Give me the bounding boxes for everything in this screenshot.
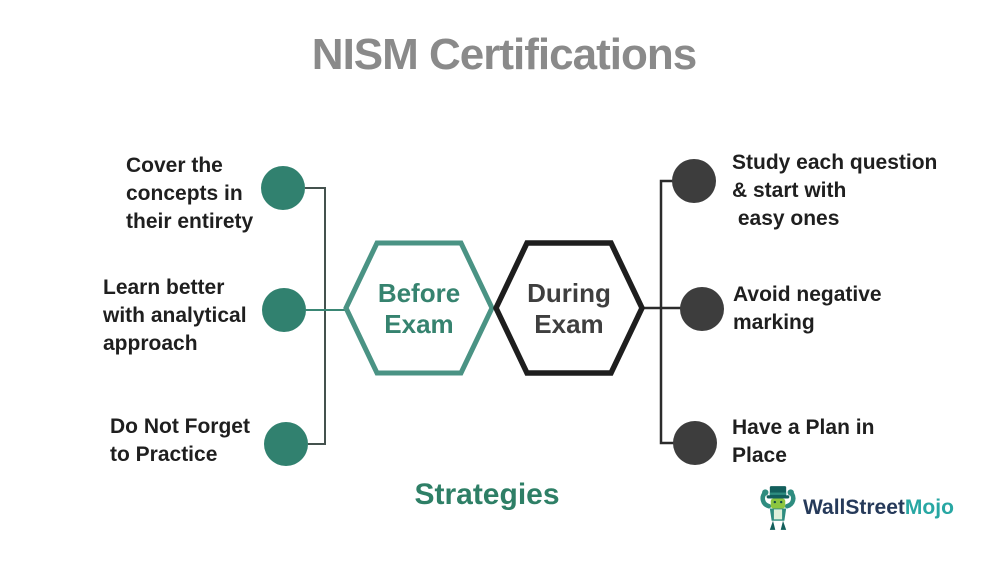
during-exam-item-2: Avoid negative marking [733,283,882,334]
before-exam-item-1: Cover the concepts in their entirety [126,154,254,233]
wallstreetmojo-logo: WallStreetMojo [758,484,954,532]
left-connector-line [305,187,326,445]
during-exam-item-1: Study each question & start with easy on… [732,151,938,230]
before-exam-label: Before Exam [377,278,461,339]
before-exam-item-2: Learn better with analytical approach [103,276,247,355]
before-node-circle-1 [261,166,305,210]
right-connector-line [659,179,676,445]
before-node-circle-3 [264,422,308,466]
during-exam-label: During Exam [527,278,611,339]
during-node-circle-2 [680,287,724,331]
before-node-circle-2 [262,288,306,332]
during-node-circle-1 [672,159,716,203]
brand-primary-text: WallStreet [803,496,905,519]
before-exam-item-3: Do Not Forget to Practice [110,415,250,466]
wallstreetmojo-bull-icon [760,486,796,530]
brand-secondary-text: Mojo [904,496,954,519]
wallstreetmojo-wordmark: WallStreetMojo [803,496,954,520]
during-node-circle-3 [673,421,717,465]
strategies-label: Strategies [414,478,560,511]
during-exam-item-3: Have a Plan in Place [732,416,875,467]
page-title: NISM Certifications [311,30,697,79]
before-exam-hexagon [343,240,495,376]
during-exam-hexagon [492,240,646,376]
